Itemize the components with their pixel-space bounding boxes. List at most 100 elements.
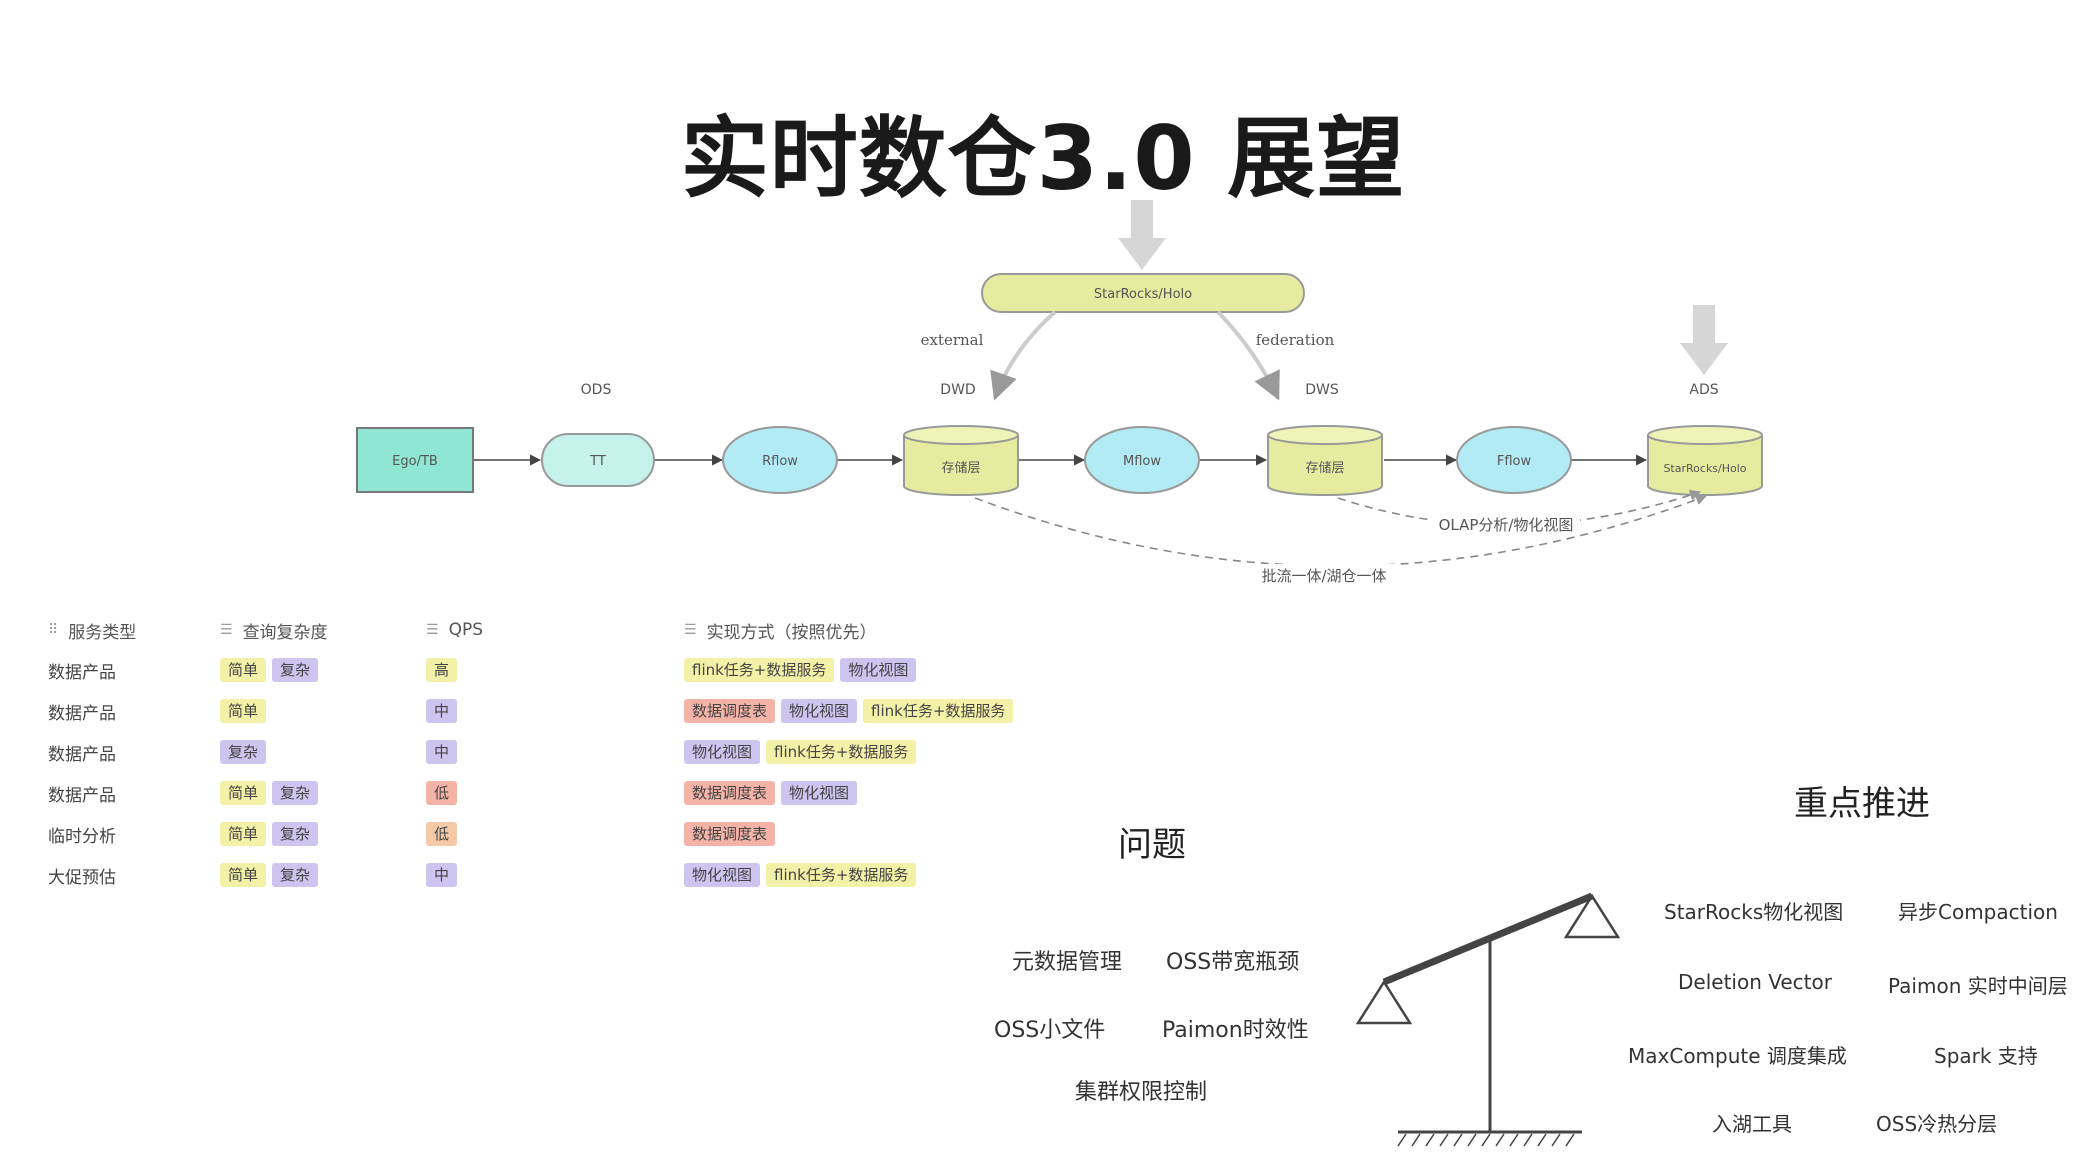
complexity-cell: 简单复杂 xyxy=(220,860,319,890)
header-method: ☰实现方式（按照优先） xyxy=(684,622,877,643)
storage-node-ads: StarRocks/Holo xyxy=(1647,425,1763,496)
storage-node-dwd: 存储层 xyxy=(903,425,1019,496)
complexity-cell: 简单 xyxy=(220,696,267,726)
focus-item: Deletion Vector xyxy=(1678,970,1832,994)
issues-heading: 问题 xyxy=(1118,825,1186,865)
header-complexity: ☰查询复杂度 xyxy=(220,622,328,643)
complexity-cell: 复杂 xyxy=(220,737,267,767)
fflow-node: Fflow xyxy=(1456,426,1572,494)
tag-badge: 物化视图 xyxy=(781,781,858,805)
method-cell: 数据调度表物化视图 xyxy=(684,778,858,808)
external-arc xyxy=(990,310,1057,401)
issue-item: 集群权限控制 xyxy=(1075,1080,1208,1105)
layer-label-dws: DWS xyxy=(1305,382,1339,398)
tag-badge: flink任务+数据服务 xyxy=(766,863,917,887)
tag-badge: 物化视图 xyxy=(840,658,917,682)
issue-item: 元数据管理 xyxy=(1012,950,1123,975)
issue-item: OSS小文件 xyxy=(994,1018,1106,1043)
rflow-node-label: Rflow xyxy=(762,454,798,469)
source-node: Ego/TB xyxy=(356,427,474,493)
layer-label-dwd: DWD xyxy=(940,382,975,398)
header-qps: ☰QPS xyxy=(426,620,483,640)
tag-badge: 简单 xyxy=(220,863,267,887)
top-storage-node: StarRocks/Holo xyxy=(981,273,1305,313)
balance-scale-illustration xyxy=(1355,892,1621,1147)
qps-cell: 高 xyxy=(426,655,458,685)
service-type-cell: 临时分析 xyxy=(48,826,116,847)
header-service-type: ⠿服务类型 xyxy=(48,622,137,643)
tt-node: TT xyxy=(541,433,655,487)
focus-heading: 重点推进 xyxy=(1794,784,1930,824)
lakehouse-label: 批流一体/湖仓一体 xyxy=(1261,567,1386,585)
tag-badge: 数据调度表 xyxy=(684,822,776,846)
tag-badge: 复杂 xyxy=(272,863,319,887)
service-type-cell: 数据产品 xyxy=(48,703,116,724)
tag-badge: 数据调度表 xyxy=(684,699,776,723)
olap-dashed-arc xyxy=(1337,489,1702,526)
storage-node-dws: 存储层 xyxy=(1267,425,1383,496)
tag-badge: 复杂 xyxy=(272,658,319,682)
down-arrow-icon xyxy=(1680,305,1728,375)
tag-badge: 中 xyxy=(426,740,458,764)
service-type-cell: 数据产品 xyxy=(48,785,116,806)
olap-label-bg xyxy=(1432,513,1580,535)
qps-cell: 中 xyxy=(426,737,458,767)
qps-cell: 中 xyxy=(426,860,458,890)
method-cell: flink任务+数据服务物化视图 xyxy=(684,655,917,685)
focus-item: Paimon 实时中间层 xyxy=(1888,974,2068,998)
list-icon: ☰ xyxy=(220,622,233,638)
issue-item: Paimon时效性 xyxy=(1162,1018,1309,1043)
complexity-cell: 简单复杂 xyxy=(220,655,319,685)
method-cell: 数据调度表 xyxy=(684,819,776,849)
tag-badge: 简单 xyxy=(220,658,267,682)
lakehouse-label-bg xyxy=(1250,564,1398,586)
storage-node-ads-label: StarRocks/Holo xyxy=(1663,462,1746,475)
service-type-cell: 数据产品 xyxy=(48,744,116,765)
down-arrow-icon xyxy=(1118,200,1166,270)
source-node-label: Ego/TB xyxy=(392,454,438,469)
tag-badge: 简单 xyxy=(220,699,267,723)
top-node-label: StarRocks/Holo xyxy=(1094,287,1192,302)
drag-handle-icon: ⠿ xyxy=(48,622,59,638)
complexity-cell: 简单复杂 xyxy=(220,819,319,849)
tag-badge: 复杂 xyxy=(272,822,319,846)
qps-cell: 中 xyxy=(426,696,458,726)
page-title: 实时数仓3.0 展望 xyxy=(680,107,1406,210)
issue-item: OSS带宽瓶颈 xyxy=(1166,950,1300,975)
focus-item: Spark 支持 xyxy=(1934,1044,2038,1068)
tag-badge: 复杂 xyxy=(220,740,267,764)
tag-badge: flink任务+数据服务 xyxy=(766,740,917,764)
federation-arc xyxy=(1216,310,1280,401)
layer-label-ods: ODS xyxy=(581,382,612,398)
mflow-node-label: Mflow xyxy=(1123,454,1161,469)
tag-badge: 复杂 xyxy=(272,781,319,805)
focus-item: MaxCompute 调度集成 xyxy=(1628,1044,1847,1068)
service-type-cell: 数据产品 xyxy=(48,662,116,683)
rflow-node: Rflow xyxy=(722,426,838,494)
tag-badge: 低 xyxy=(426,822,458,846)
focus-item: OSS冷热分层 xyxy=(1876,1112,1998,1136)
tag-badge: 高 xyxy=(426,658,458,682)
list-icon: ☰ xyxy=(426,622,439,638)
arc-label-external: external xyxy=(921,331,984,349)
focus-item: 入湖工具 xyxy=(1712,1112,1792,1136)
tag-badge: 简单 xyxy=(220,822,267,846)
olap-label: OLAP分析/物化视图 xyxy=(1439,516,1574,534)
tag-badge: flink任务+数据服务 xyxy=(863,699,1014,723)
focus-item: 异步Compaction xyxy=(1898,900,2058,924)
fflow-node-label: Fflow xyxy=(1497,454,1532,469)
tag-badge: 数据调度表 xyxy=(684,781,776,805)
qps-cell: 低 xyxy=(426,819,458,849)
tag-badge: 中 xyxy=(426,699,458,723)
tag-badge: 简单 xyxy=(220,781,267,805)
mflow-node: Mflow xyxy=(1084,426,1200,494)
tag-badge: 物化视图 xyxy=(684,740,761,764)
tag-badge: 物化视图 xyxy=(781,699,858,723)
storage-node-dws-label: 存储层 xyxy=(1305,461,1344,476)
complexity-cell: 简单复杂 xyxy=(220,778,319,808)
layer-label-ads: ADS xyxy=(1689,382,1718,398)
tag-badge: 物化视图 xyxy=(684,863,761,887)
